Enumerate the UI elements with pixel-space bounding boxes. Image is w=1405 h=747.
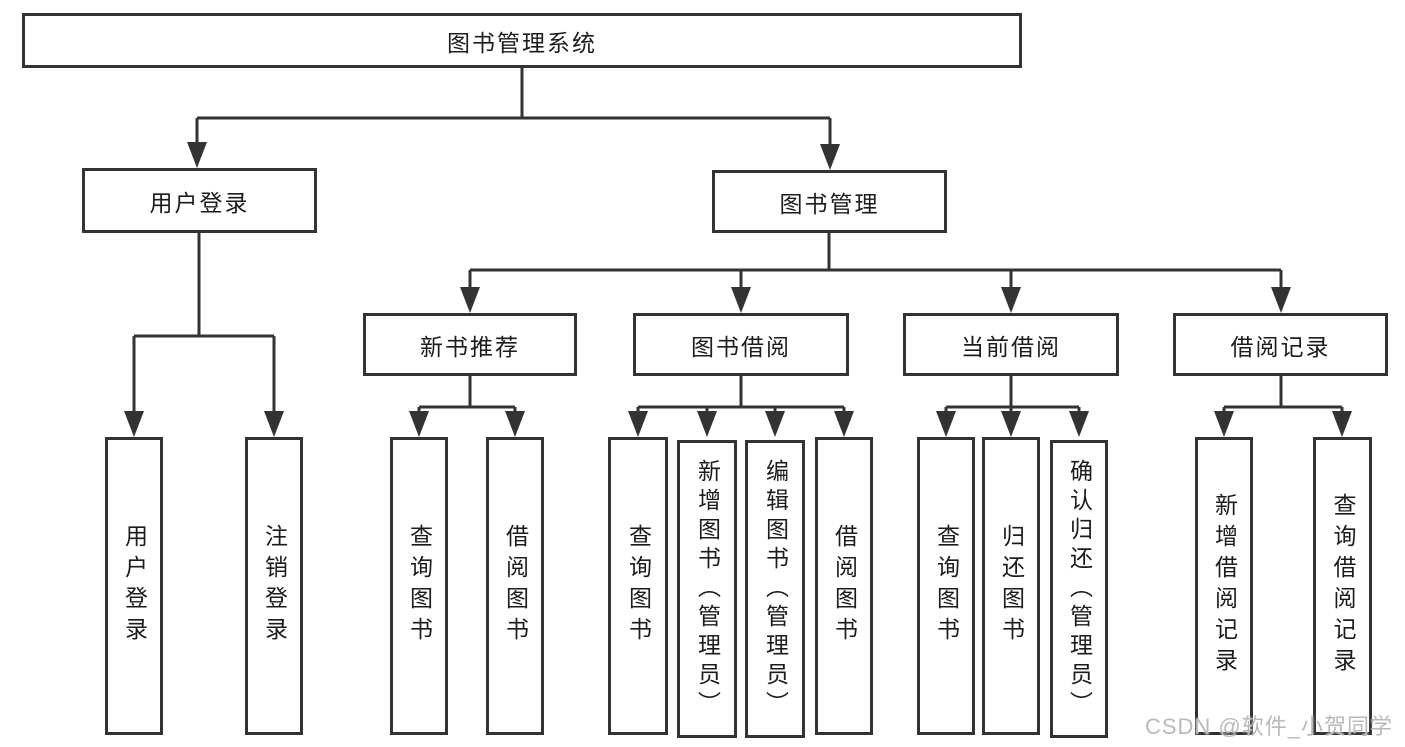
- leaf-borrow-books: 借阅图书: [815, 437, 873, 735]
- node-current-borrow: 当前借阅: [903, 313, 1119, 376]
- node-book-borrow: 图书借阅: [633, 313, 849, 376]
- node-book-management-label: 图书管理: [779, 190, 880, 217]
- leaf-query-books-borrow: 查询图书: [608, 437, 668, 735]
- leaf-label: 编辑图书（管理员）: [762, 458, 789, 720]
- arrowhead: [628, 411, 648, 437]
- arrowhead: [460, 287, 480, 313]
- leaf-logout: 注销登录: [245, 437, 303, 735]
- arrowhead: [1214, 411, 1234, 437]
- arrowhead: [1001, 287, 1021, 313]
- leaf-confirm-return-admin: 确认归还（管理员）: [1050, 440, 1108, 738]
- arrowhead: [187, 142, 207, 168]
- leaf-label: 借阅图书: [502, 524, 529, 648]
- leaf-return-books: 归还图书: [982, 437, 1040, 735]
- connector-segments: [132, 68, 1344, 416]
- node-root: 图书管理系统: [22, 13, 1022, 68]
- connector-userlogin-to-leaves: [132, 233, 276, 414]
- arrowhead: [1069, 411, 1089, 437]
- leaf-query-books-current: 查询图书: [917, 437, 975, 735]
- arrowhead: [1332, 411, 1352, 437]
- leaf-add-books-admin: 新增图书（管理员）: [677, 440, 737, 738]
- leaf-label: 归还图书: [998, 524, 1025, 648]
- node-borrow-record-label: 借阅记录: [1230, 333, 1331, 360]
- leaf-label: 确认归还（管理员）: [1066, 458, 1093, 720]
- connector-currentborrow-to-leaves: [944, 375, 1081, 416]
- leaf-label: 新增图书（管理员）: [694, 458, 721, 720]
- leaf-borrow-books-recommend: 借阅图书: [486, 437, 544, 735]
- connector-borrowrecord-to-leaves: [1222, 375, 1344, 416]
- arrowhead: [820, 144, 840, 170]
- csdn-watermark: CSDN @软件_小贺同学: [1144, 714, 1393, 739]
- connector-bookmgmt-to-level3: [468, 233, 1283, 290]
- node-current-borrow-label: 当前借阅: [961, 333, 1061, 360]
- arrowhead: [505, 411, 525, 437]
- leaf-query-borrow-record: 查询借阅记录: [1313, 437, 1372, 735]
- arrowhead: [765, 411, 785, 437]
- node-user-login-label: 用户登录: [149, 189, 250, 216]
- node-book-borrow-label: 图书借阅: [691, 333, 791, 360]
- node-new-book-recommend: 新书推荐: [363, 313, 577, 376]
- arrowhead: [731, 287, 751, 313]
- leaf-label: 查询借阅记录: [1330, 493, 1356, 679]
- leaf-label: 查询图书: [933, 524, 960, 648]
- leaf-logout-label: 注销登录: [261, 524, 288, 648]
- arrowhead: [834, 411, 854, 437]
- leaf-label: 新增借阅记录: [1211, 493, 1238, 679]
- leaf-query-books-recommend: 查询图书: [390, 437, 448, 735]
- node-root-label: 图书管理系统: [447, 29, 597, 56]
- leaf-label: 查询图书: [625, 524, 652, 648]
- arrowhead: [264, 411, 284, 437]
- leaf-label: 借阅图书: [831, 524, 858, 648]
- node-user-login: 用户登录: [82, 168, 317, 233]
- arrowhead: [1271, 287, 1291, 313]
- node-borrow-record: 借阅记录: [1173, 313, 1388, 376]
- node-new-book-recommend-label: 新书推荐: [420, 333, 520, 360]
- arrowhead: [124, 411, 144, 437]
- arrowhead: [697, 411, 717, 437]
- connector-root-to-level2: [195, 68, 832, 148]
- leaf-user-login-label: 用户登录: [121, 524, 148, 648]
- arrowhead: [1001, 411, 1021, 437]
- connector-newbook-to-leaves: [417, 375, 517, 416]
- arrowhead: [409, 411, 429, 437]
- arrowheads: [124, 142, 1352, 437]
- leaf-add-borrow-record: 新增借阅记录: [1195, 437, 1253, 735]
- connector-bookborrow-to-leaves: [636, 375, 846, 416]
- leaf-label: 查询图书: [406, 524, 433, 648]
- arrowhead: [936, 411, 956, 437]
- leaf-edit-books-admin: 编辑图书（管理员）: [745, 440, 805, 738]
- node-book-management: 图书管理: [712, 170, 947, 233]
- leaf-user-login: 用户登录: [105, 437, 163, 735]
